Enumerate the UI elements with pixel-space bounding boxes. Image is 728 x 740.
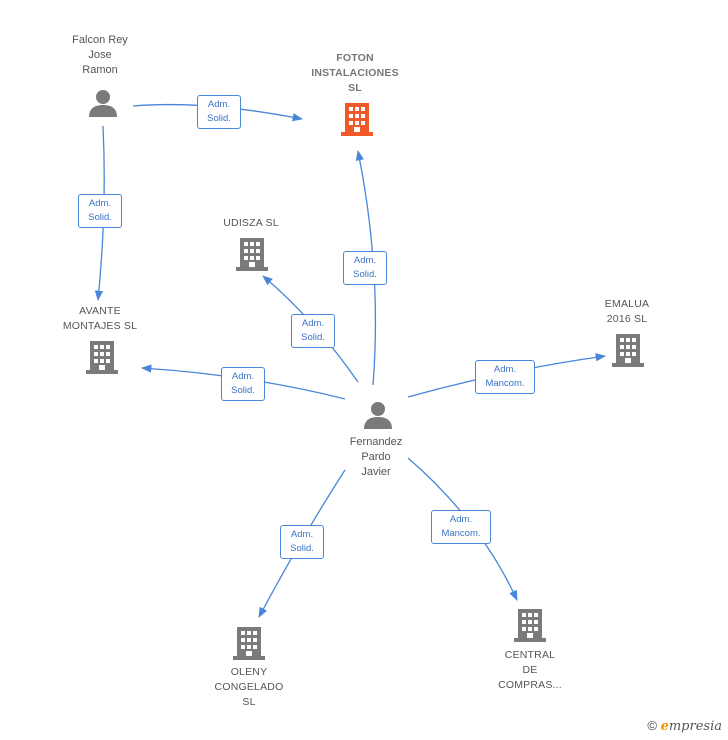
building-icon[interactable] [341, 102, 373, 136]
node-label-falcon[interactable]: Falcon Rey Jose Ramon [72, 34, 128, 76]
edge-label-falcon-avante[interactable]: Adm. Solid. [78, 194, 122, 228]
edge-label-fernandez-avante[interactable]: Adm. Solid. [221, 367, 265, 401]
person-icon[interactable] [88, 88, 118, 118]
node-label-udisza[interactable]: UDISZA SL [223, 217, 279, 229]
brand-name: empresia [660, 719, 722, 734]
edge-label-fernandez-udisza[interactable]: Adm. Solid. [291, 314, 335, 348]
edge-label-fernandez-foton[interactable]: Adm. Solid. [343, 251, 387, 285]
building-icon[interactable] [233, 626, 265, 660]
node-label-foton[interactable]: FOTON INSTALACIONES SL [311, 52, 399, 94]
edge-label-fernandez-oleny[interactable]: Adm. Solid. [280, 525, 324, 559]
node-label-avante[interactable]: AVANTE MONTAJES SL [62, 305, 138, 332]
node-label-oleny[interactable]: OLENY CONGELADO SL [214, 666, 284, 708]
edge-label-fernandez-emalua[interactable]: Adm. Mancom. [475, 360, 535, 394]
node-label-emalua[interactable]: EMALUA 2016 SL [604, 298, 650, 325]
person-icon[interactable] [363, 400, 393, 430]
node-label-central[interactable]: CENTRAL DE COMPRAS... [498, 649, 562, 691]
node-label-fernandez[interactable]: Fernandez Pardo Javier [349, 436, 403, 478]
building-icon[interactable] [86, 340, 118, 374]
copyright-symbol: © [647, 718, 657, 733]
empresia-brand: © empresia [647, 718, 722, 734]
building-icon[interactable] [236, 237, 268, 271]
building-icon[interactable] [612, 333, 644, 367]
edge-label-falcon-foton[interactable]: Adm. Solid. [197, 95, 241, 129]
building-icon[interactable] [514, 608, 546, 642]
edge-label-fernandez-central[interactable]: Adm. Mancom. [431, 510, 491, 544]
